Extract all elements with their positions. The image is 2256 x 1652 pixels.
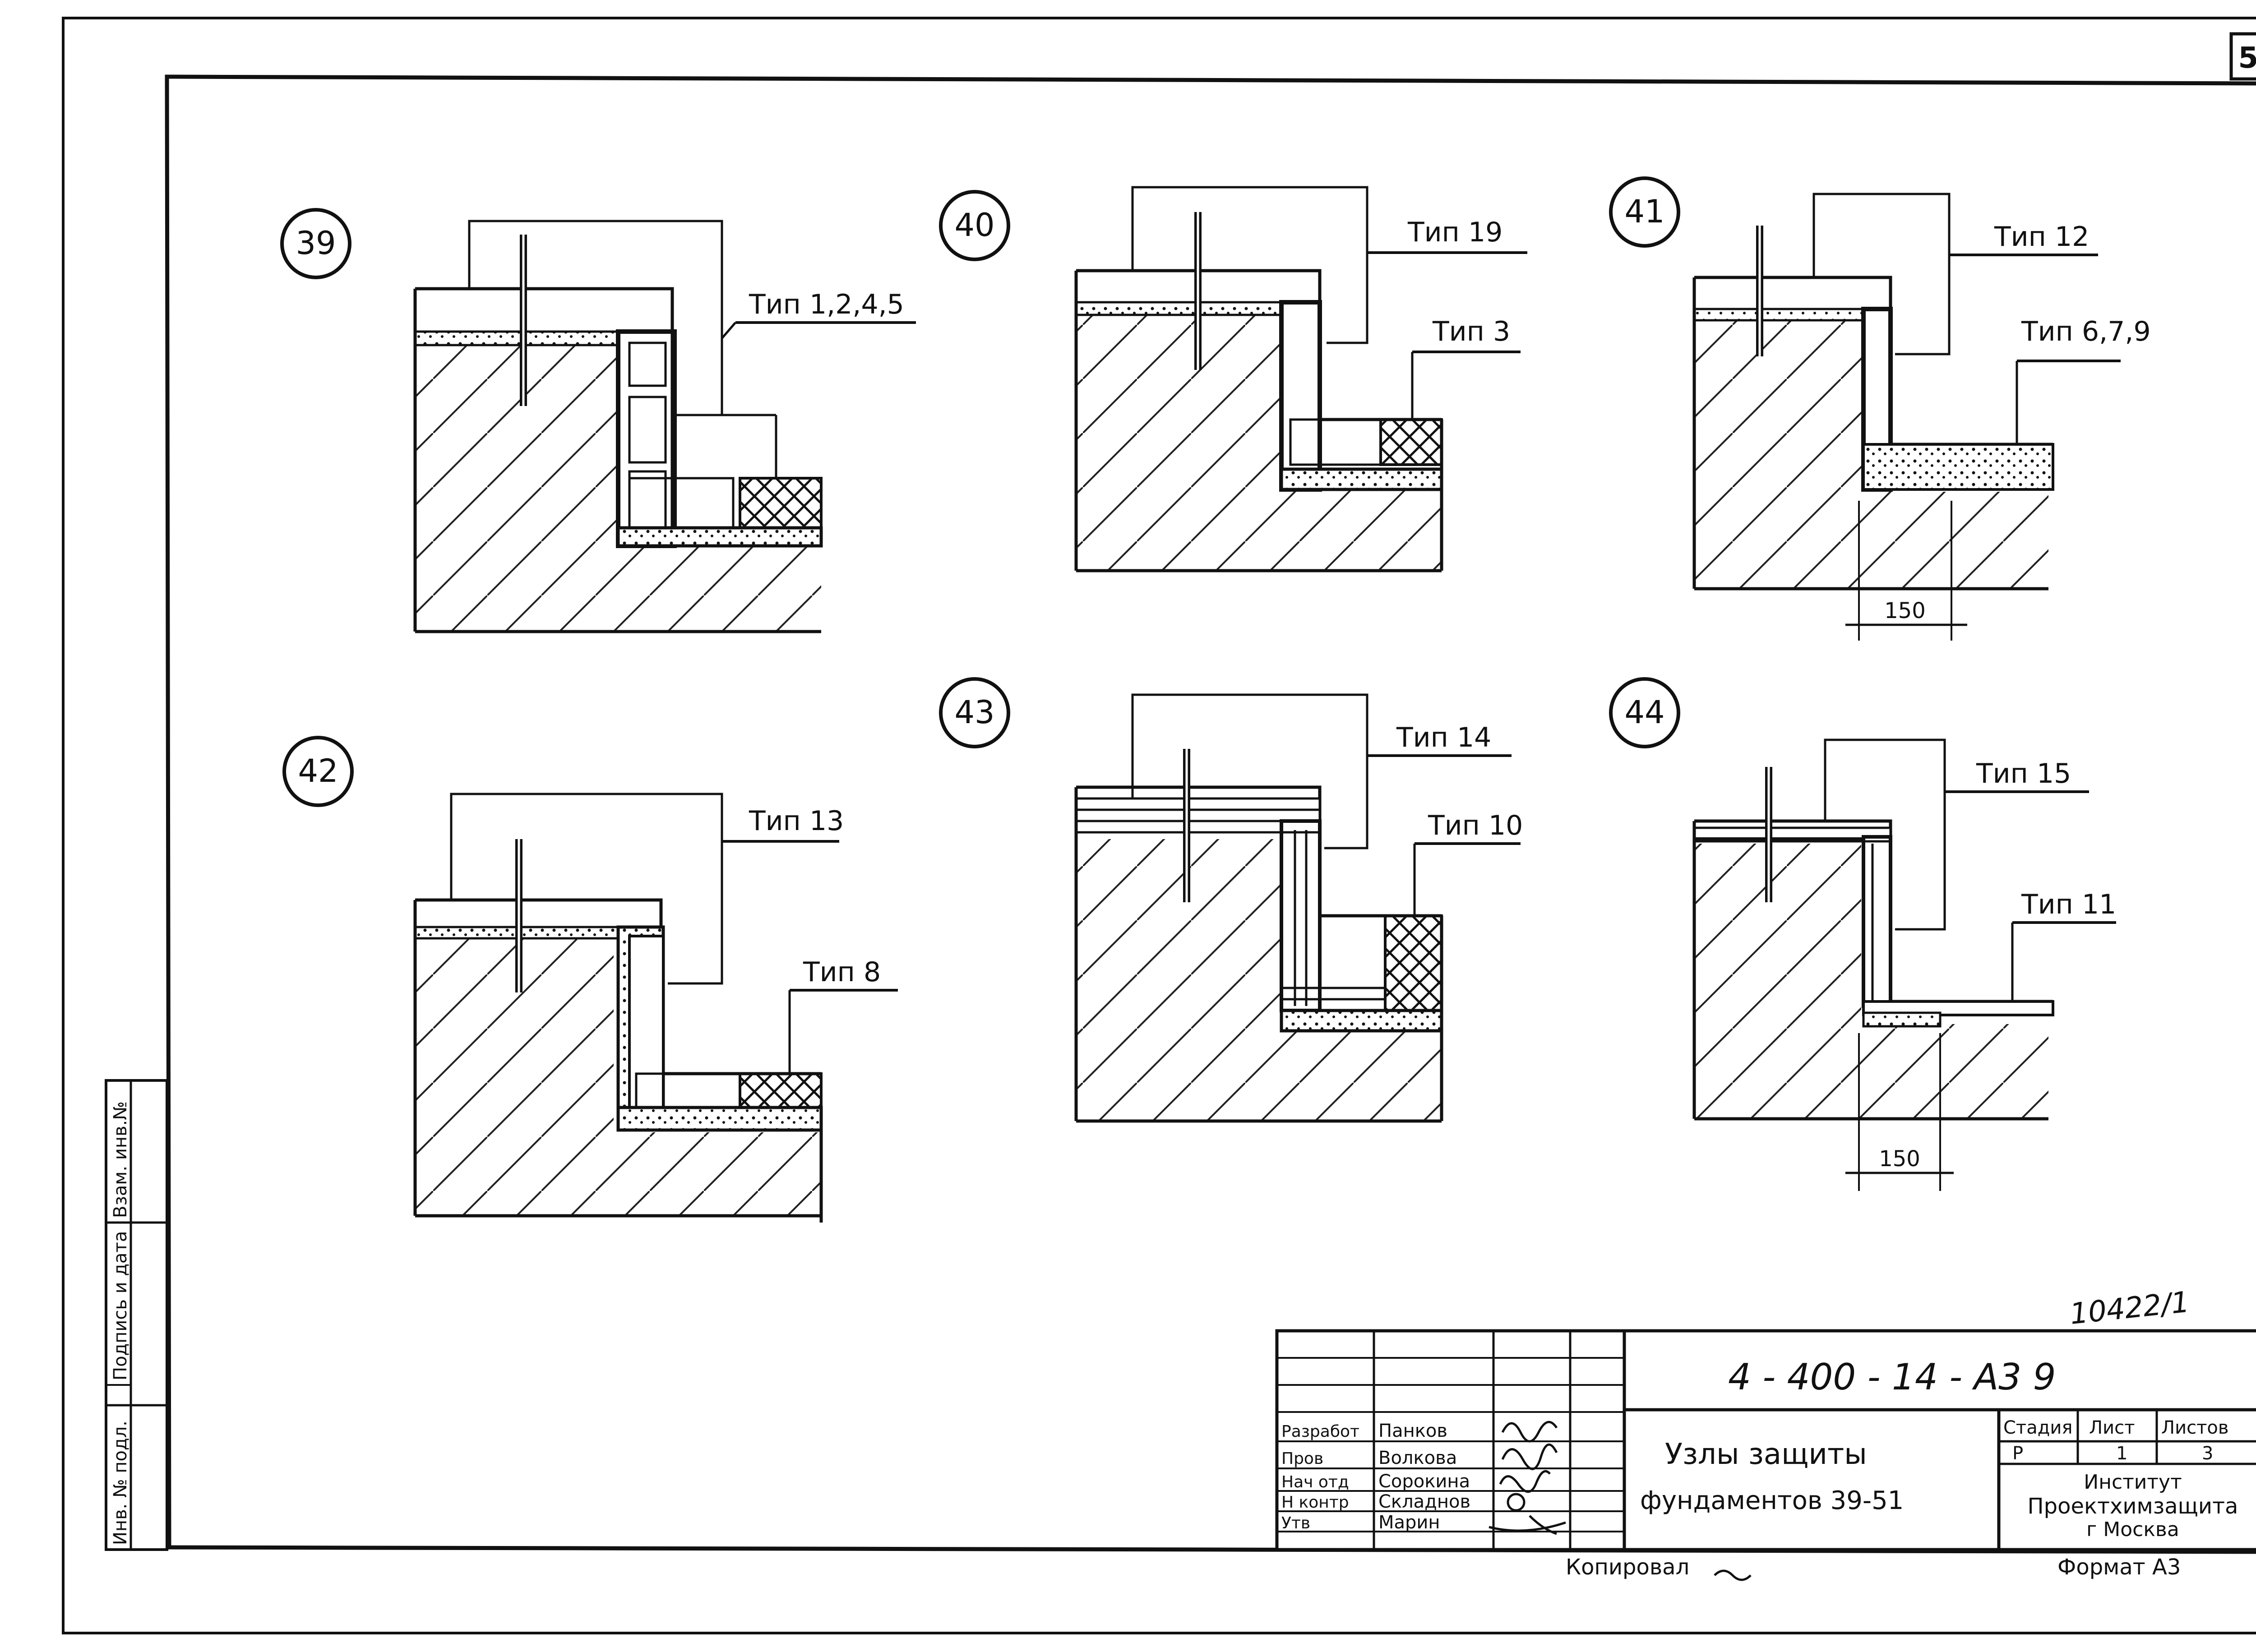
side-stamp [105, 1079, 168, 1551]
detail-40-label-1: Тип 19 [1407, 217, 1502, 248]
title-block [1275, 1329, 2256, 1551]
detail-43-label-1: Тип 14 [1396, 722, 1491, 753]
title-line-1: Узлы защиты [1665, 1438, 1867, 1471]
org-line-2: Проектхимзащита [2028, 1494, 2238, 1519]
page-number: 59 [2238, 42, 2256, 75]
name-2: Сорокина [1378, 1471, 1470, 1492]
detail-41: Тип 12 Тип 6,7,9 150 41 [1609, 176, 2151, 641]
detail-39-marker [280, 208, 351, 279]
detail-41-marker [1609, 176, 1680, 248]
detail-40: Тип 19 Тип 3 40 [939, 186, 1527, 572]
detail-41-number: 41 [1624, 193, 1664, 230]
detail-42-marker [282, 736, 354, 807]
sheets-header: Листов [2161, 1417, 2228, 1438]
drawing-frame [165, 74, 2256, 1554]
role-0: Разработ [1281, 1422, 1359, 1441]
detail-44-marker [1609, 677, 1680, 748]
side-label-inv-no: Инв. № подл. [110, 1421, 131, 1545]
detail-43-label-2: Тип 10 [1428, 810, 1523, 841]
outer-frame [62, 17, 2256, 1634]
name-0: Панков [1378, 1421, 1447, 1441]
document-code: 4 - 400 - 14 - А3 9 [1728, 1356, 2056, 1398]
sheet-value: 1 [2116, 1443, 2127, 1464]
name-3: Складнов [1378, 1491, 1470, 1512]
detail-41-label-1: Тип 12 [1994, 221, 2089, 253]
detail-44-label-1: Тип 15 [1976, 758, 2071, 789]
org-line-1: Институт [2084, 1471, 2182, 1494]
name-4: Марин [1378, 1512, 1440, 1533]
stage-header: Стадия [2003, 1417, 2072, 1438]
detail-43: Тип 14 Тип 10 43 [939, 677, 1523, 1123]
detail-40-label-2: Тип 3 [1432, 316, 1510, 347]
detail-39-label-1: Тип 1,2,4,5 [749, 289, 904, 320]
detail-42-label-1: Тип 13 [749, 805, 844, 837]
sheets-value: 3 [2202, 1443, 2213, 1464]
detail-39: Тип 1,2,4,5 39 [280, 208, 916, 633]
detail-44-number: 44 [1624, 694, 1664, 731]
detail-41-label-2: Тип 6,7,9 [2021, 316, 2151, 347]
side-label-replace-inv: Взам. инв.№ [110, 1101, 131, 1218]
detail-42-number: 42 [298, 752, 338, 789]
detail-42: Тип 13 Тип 8 42 [282, 736, 898, 1223]
page-number-box [2229, 32, 2256, 81]
sheet-header: Лист [2089, 1417, 2135, 1438]
detail-44: Тип 15 Тип 11 150 44 [1609, 677, 2116, 1191]
detail-40-number: 40 [954, 207, 994, 244]
signatures [1489, 1421, 1752, 1581]
detail-40-marker [939, 190, 1010, 261]
name-1: Волкова [1378, 1448, 1457, 1468]
role-4: Утв [1281, 1514, 1310, 1532]
detail-43-number: 43 [954, 694, 994, 731]
stage-value: Р [2012, 1443, 2023, 1464]
role-1: Пров [1281, 1449, 1323, 1468]
detail-44-dimension: 150 [1879, 1146, 1920, 1172]
detail-44-label-2: Тип 11 [2021, 889, 2116, 920]
copied-label: Копировал [1566, 1555, 1689, 1580]
side-label-sign-date: Подпись и дата [110, 1231, 131, 1380]
archive-number: 10422/1 [2068, 1286, 2191, 1331]
title-line-2: фундаментов 39-51 [1640, 1486, 1904, 1515]
role-3: Н контр [1281, 1493, 1349, 1512]
org-line-3: г Москва [2086, 1518, 2179, 1541]
format-label: Формат А3 [2057, 1555, 2181, 1580]
detail-43-marker [939, 677, 1010, 748]
role-2: Нач отд [1281, 1473, 1349, 1491]
detail-39-number: 39 [296, 225, 336, 262]
detail-42-label-2: Тип 8 [803, 956, 881, 988]
detail-41-dimension: 150 [1884, 598, 1926, 623]
